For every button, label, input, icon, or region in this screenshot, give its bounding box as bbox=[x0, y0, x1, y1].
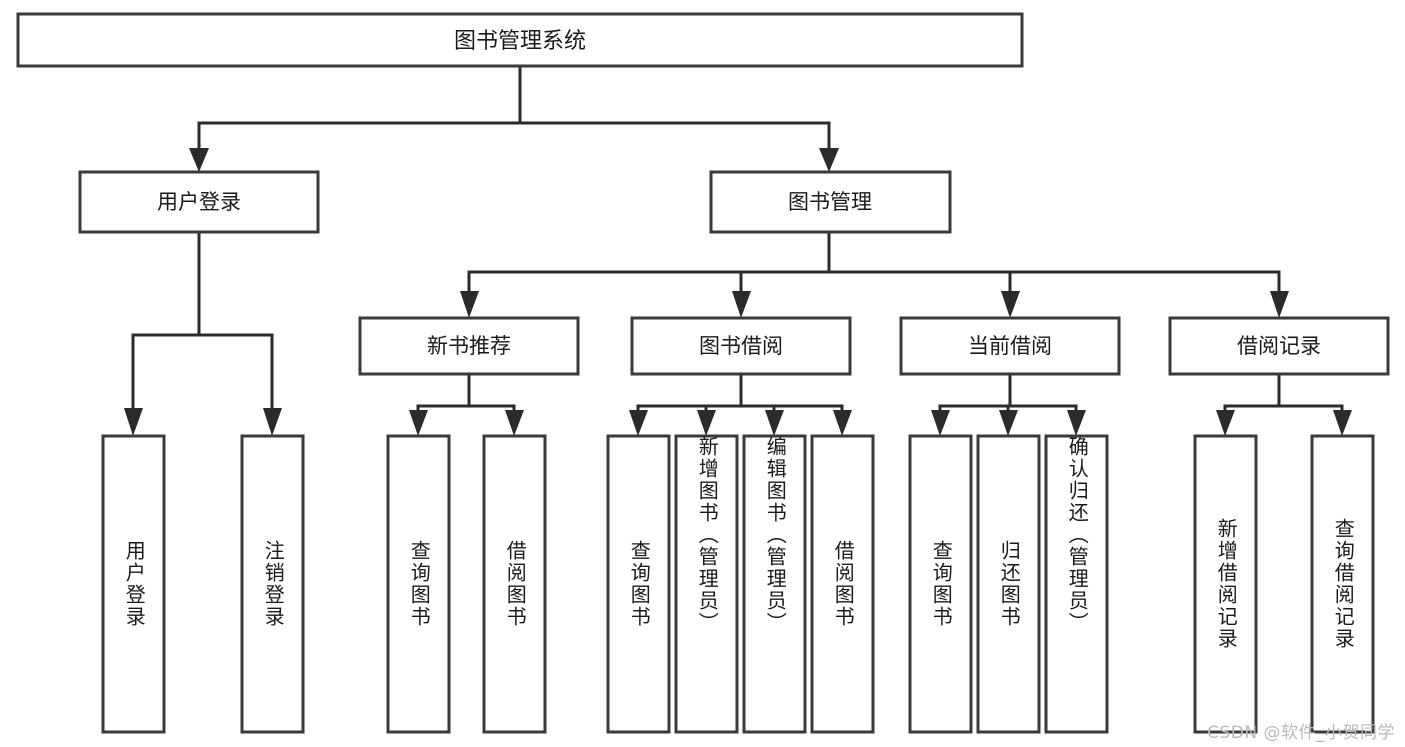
leaf-box-add-borrow-record[interactable] bbox=[1193, 434, 1258, 734]
node-root-book-management-system[interactable]: 图书管理系统 bbox=[16, 12, 1024, 68]
book-management-label: 图书管理 bbox=[788, 190, 872, 214]
book-borrow-label: 图书借阅 bbox=[699, 334, 783, 358]
leaf-box-query-book-rec[interactable] bbox=[386, 434, 451, 734]
node-user-login[interactable]: 用户登录 bbox=[78, 170, 320, 234]
arrow-to-new-book-rec bbox=[460, 291, 479, 318]
node-book-borrow[interactable]: 图书借阅 bbox=[630, 316, 852, 376]
arrow-new-book-rec-leaf-1 bbox=[409, 410, 428, 436]
arrow-book-borrow-leaf-4 bbox=[833, 410, 852, 436]
root-box[interactable] bbox=[16, 12, 1024, 68]
leaf-box-borrow-book-rec[interactable] bbox=[482, 434, 547, 734]
leaf-box-add-book-admin[interactable] bbox=[674, 434, 739, 734]
arrow-current-borrow-leaf-3 bbox=[1067, 410, 1086, 436]
node-book-management[interactable]: 图书管理 bbox=[709, 170, 952, 234]
user-login-box[interactable] bbox=[78, 170, 320, 234]
leaf-box-return-book[interactable] bbox=[976, 434, 1041, 734]
arrow-user-login-leaf-1 bbox=[124, 408, 143, 436]
borrow-record-box[interactable] bbox=[1168, 316, 1390, 376]
arrow-book-borrow-leaf-3 bbox=[765, 410, 784, 436]
leaf-box-query-book-current[interactable] bbox=[908, 434, 973, 734]
arrow-current-borrow-leaf-2 bbox=[999, 410, 1018, 436]
arrow-book-borrow-leaf-2 bbox=[697, 410, 716, 436]
arrow-root-to-book-mgmt bbox=[819, 148, 839, 172]
new-book-recommend-box[interactable] bbox=[358, 316, 580, 376]
leaf-box-logout-login[interactable] bbox=[240, 434, 305, 734]
arrow-root-to-user-login bbox=[189, 148, 209, 172]
arrow-book-borrow-leaf-1 bbox=[629, 410, 648, 436]
arrow-to-book-borrow bbox=[732, 291, 751, 318]
book-management-box[interactable] bbox=[709, 170, 952, 234]
arrow-current-borrow-leaf-1 bbox=[931, 410, 950, 436]
connectors-layer bbox=[124, 64, 1352, 436]
leaf-boxes-layer bbox=[101, 434, 1375, 734]
new-book-recommend-label: 新书推荐 bbox=[427, 334, 511, 358]
leaf-box-query-borrow-record[interactable] bbox=[1310, 434, 1375, 734]
node-new-book-recommend[interactable]: 新书推荐 bbox=[358, 316, 580, 376]
arrow-to-current-borrow bbox=[1001, 291, 1020, 318]
node-current-borrow[interactable]: 当前借阅 bbox=[899, 316, 1121, 376]
leaf-box-user-login[interactable] bbox=[101, 434, 166, 734]
arrow-borrow-record-leaf-1 bbox=[1216, 410, 1235, 436]
arrow-new-book-rec-leaf-2 bbox=[505, 410, 524, 436]
book-borrow-box[interactable] bbox=[630, 316, 852, 376]
leaf-box-borrow-book[interactable] bbox=[810, 434, 875, 734]
current-borrow-box[interactable] bbox=[899, 316, 1121, 376]
borrow-record-label: 借阅记录 bbox=[1237, 334, 1321, 358]
leaf-box-confirm-return-admin[interactable] bbox=[1044, 434, 1109, 734]
watermark-text: CSDN @软件_小贺同学 bbox=[1207, 723, 1395, 743]
arrow-borrow-record-leaf-2 bbox=[1333, 410, 1352, 436]
arrow-to-borrow-record bbox=[1270, 291, 1289, 318]
user-login-label: 用户登录 bbox=[157, 190, 241, 214]
arrow-user-login-leaf-2 bbox=[263, 408, 282, 436]
root-label: 图书管理系统 bbox=[454, 29, 586, 54]
leaf-box-edit-book-admin[interactable] bbox=[742, 434, 807, 734]
node-borrow-record[interactable]: 借阅记录 bbox=[1168, 316, 1390, 376]
current-borrow-label: 当前借阅 bbox=[968, 334, 1052, 358]
leaf-box-query-book-borrow[interactable] bbox=[606, 434, 671, 734]
